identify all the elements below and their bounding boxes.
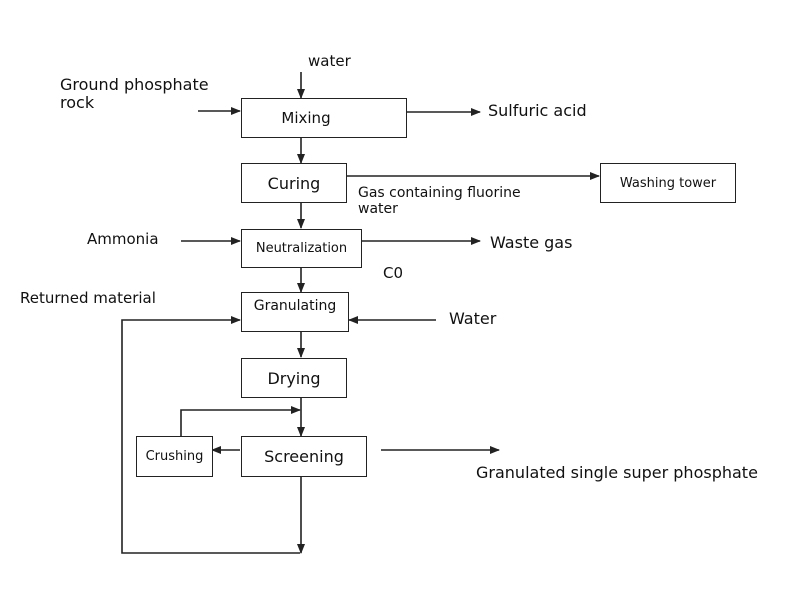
label-gas-fluorine-line1: Gas containing fluorine [358,185,521,201]
label-gas-fluorine: Gas containing fluorine water [358,185,521,217]
arrow-returned-material-loop [121,316,300,554]
step-granulating: Granulating [241,292,349,332]
label-returned-material: Returned material [20,289,156,307]
step-curing-label: Curing [267,173,321,193]
step-crushing: Crushing [136,436,213,477]
label-ground-phosphate-rock: Ground phosphate rock [60,75,209,113]
label-ammonia: Ammonia [87,230,159,248]
label-ground-phosphate-rock-line2: rock [60,93,95,113]
step-curing: Curing [241,163,347,203]
step-washing-tower-label: Washing tower [619,175,717,191]
label-water-granulating: Water [449,309,497,328]
label-water-top: water [308,52,351,70]
label-sulfuric-acid: Sulfuric acid [488,101,587,120]
label-waste-gas: Waste gas [490,233,573,252]
step-neutralization: Neutralization [241,229,362,268]
arrow-crushing-return [180,406,301,436]
step-mixing: Mixing [241,98,407,138]
step-mixing-label: Mixing [281,109,331,127]
step-crushing-label: Crushing [145,449,204,464]
step-granulating-label: Granulating [253,298,337,314]
label-gas-fluorine-line2: water [358,201,398,218]
label-co: C0 [383,264,404,282]
label-ground-phosphate-rock-line1: Ground phosphate [60,75,209,94]
step-screening: Screening [241,436,367,477]
step-neutralization-label: Neutralization [255,241,348,256]
label-product: Granulated single super phosphate [476,463,758,482]
step-drying: Drying [241,358,347,398]
step-screening-label: Screening [264,447,344,466]
step-washing-tower: Washing tower [600,163,736,203]
step-drying-label: Drying [267,368,321,388]
